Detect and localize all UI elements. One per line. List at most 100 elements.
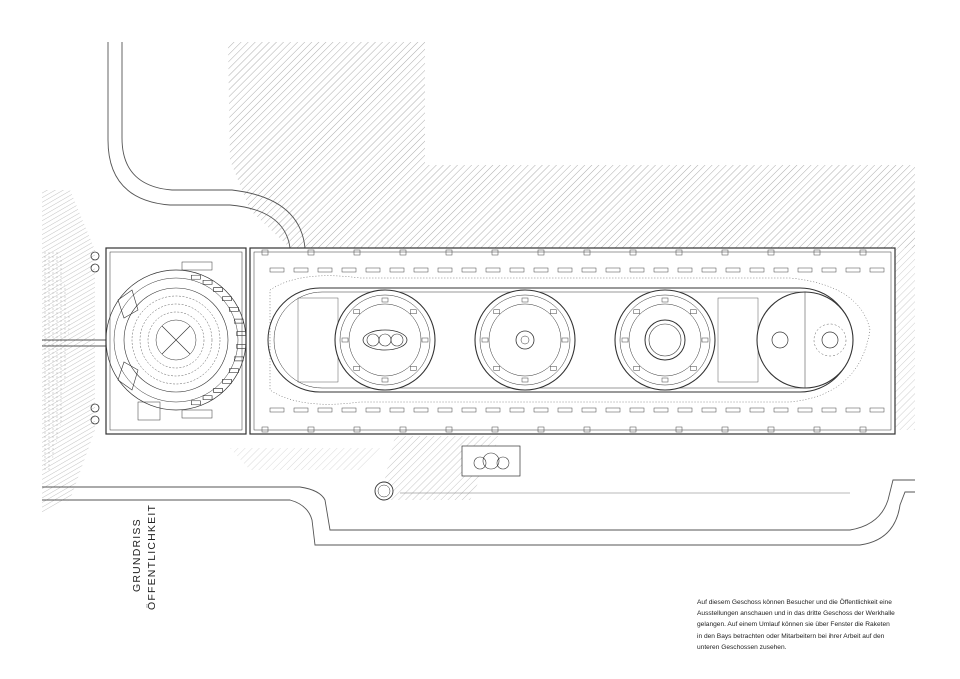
display-case	[653, 267, 669, 273]
display-case	[629, 407, 645, 413]
outdoor-platform	[374, 445, 521, 501]
display-case	[293, 267, 309, 273]
display-case	[461, 267, 477, 273]
bay-fixture	[521, 377, 529, 383]
seat-row	[233, 318, 244, 324]
bay-fixture	[353, 366, 360, 371]
window-frame	[261, 426, 269, 433]
display-case	[269, 407, 285, 413]
seat-row	[191, 274, 201, 280]
window-frame	[491, 426, 499, 433]
display-case	[797, 267, 813, 273]
display-case	[437, 407, 453, 413]
display-case	[509, 267, 525, 273]
rocket-bay-2	[474, 289, 576, 391]
display-case	[677, 407, 693, 413]
title-line-1: GRUNDRISS	[131, 518, 143, 592]
display-case	[365, 267, 381, 273]
display-case	[653, 407, 669, 413]
bay-fixture	[481, 337, 489, 343]
display-case	[389, 407, 405, 413]
bay-fixture	[550, 309, 557, 314]
display-case	[773, 267, 789, 273]
window-frame	[353, 249, 361, 256]
window-frame	[261, 249, 269, 256]
display-case	[317, 407, 333, 413]
display-case	[581, 407, 597, 413]
seat-row	[229, 307, 239, 312]
window-frame	[583, 249, 591, 256]
description-line: in den Bays betrachten oder Mitarbeitern…	[697, 632, 885, 640]
display-case	[413, 407, 429, 413]
display-case	[581, 267, 597, 273]
bay-fixture	[493, 309, 500, 314]
window-frame	[675, 426, 683, 433]
seat-row	[222, 379, 232, 384]
bay-fixture	[561, 337, 569, 343]
bay-fixture	[341, 337, 349, 343]
plan-title: GRUNDRISS ÖFFENTLICHKEIT	[131, 490, 171, 610]
bay-fixture	[621, 337, 629, 343]
window-frame	[629, 426, 637, 433]
display-case	[605, 407, 621, 413]
display-case	[533, 267, 549, 273]
window-frame	[859, 426, 867, 433]
description-line: Ausstellungen anschauen und in das dritt…	[697, 610, 895, 618]
display-case	[605, 267, 621, 273]
entrance-pavilion	[90, 247, 247, 435]
seat-row	[233, 356, 244, 362]
seat-row	[236, 344, 246, 349]
display-case	[269, 267, 285, 273]
description-line: unteren Geschossen zusehen.	[697, 643, 787, 651]
display-case	[485, 267, 501, 273]
display-case	[557, 407, 573, 413]
seat-row	[191, 400, 201, 406]
window-frame	[537, 249, 545, 256]
bay-fixture	[410, 309, 417, 314]
window-frame	[445, 249, 453, 256]
display-case	[725, 407, 741, 413]
display-case	[869, 407, 885, 413]
window-frame	[353, 426, 361, 433]
window-frame	[629, 249, 637, 256]
display-case	[725, 267, 741, 273]
display-case	[557, 267, 573, 273]
seat-row	[213, 388, 223, 393]
display-case	[749, 267, 765, 273]
seat-row	[229, 368, 239, 373]
display-case	[797, 407, 813, 413]
window-frame	[537, 426, 545, 433]
window-frame	[307, 426, 315, 433]
display-case	[341, 407, 357, 413]
bay-fixture	[633, 309, 640, 314]
window-frame	[399, 249, 407, 256]
display-case	[509, 407, 525, 413]
window-frame	[445, 426, 453, 433]
rocket-bay-1	[334, 289, 436, 391]
display-case	[413, 267, 429, 273]
title-line-2: ÖFFENTLICHKEIT	[146, 503, 158, 610]
display-case	[869, 267, 885, 273]
window-frame	[399, 426, 407, 433]
bay-fixture	[381, 377, 389, 383]
bay-fixture	[410, 366, 417, 371]
window-frame	[813, 249, 821, 256]
seat-row	[213, 287, 223, 292]
window-frame	[859, 249, 867, 256]
display-case	[845, 407, 861, 413]
display-case	[293, 407, 309, 413]
display-case	[749, 407, 765, 413]
display-case	[773, 407, 789, 413]
road-lines	[42, 42, 915, 546]
window-frame	[675, 249, 683, 256]
window-frame	[721, 426, 729, 433]
facade-details	[191, 249, 885, 433]
window-frame	[767, 249, 775, 256]
window-frame	[813, 426, 821, 433]
display-case	[317, 267, 333, 273]
window-frame	[307, 249, 315, 256]
display-case	[461, 407, 477, 413]
seat-row	[236, 331, 246, 336]
seat-row	[202, 395, 213, 400]
